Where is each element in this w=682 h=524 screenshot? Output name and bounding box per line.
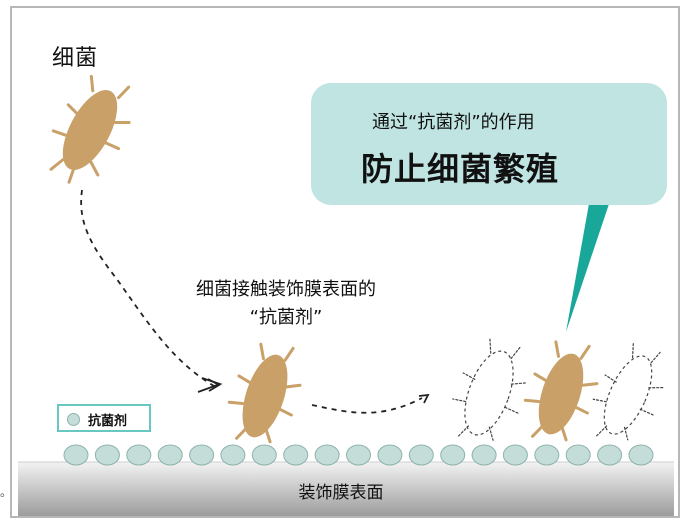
antibacterial-agent-dot-icon	[440, 444, 466, 466]
trajectory-arrow-2	[418, 393, 430, 404]
rod-bacterium-icon-middle	[227, 342, 302, 444]
trajectory-path-2	[311, 397, 423, 414]
speech-bubble-line-1: 通过“抗菌剂”的作用	[372, 112, 535, 133]
speech-tail	[566, 198, 611, 332]
antibacterial-agent-dot-icon	[67, 413, 80, 426]
arrow-head-tip	[197, 377, 223, 393]
antibacterial-agent-dot-icon	[126, 444, 152, 466]
antibacterial-agent-dot-icon	[628, 444, 654, 466]
speech-bubble-line-2: 防止细菌繁殖	[361, 150, 560, 188]
agent-dot-row	[63, 444, 654, 466]
rod-bacterium-outline-icon-left	[452, 337, 527, 441]
antibacterial-agent-dot-icon	[63, 444, 89, 466]
antibacterial-agent-dot-icon	[534, 444, 560, 466]
bacteria-title: 细菌	[52, 46, 99, 71]
antibacterial-agent-dot-icon	[189, 444, 215, 466]
antibacterial-agent-dot-icon	[220, 444, 246, 466]
antibacterial-agent-dot-icon	[251, 444, 277, 466]
trajectory-arc	[80, 189, 215, 387]
agent-legend: 抗菌剂	[57, 404, 151, 432]
antibacterial-agent-dot-icon	[408, 444, 434, 466]
speech-bubble-shape	[311, 83, 667, 205]
antibacterial-agent-dot-icon	[94, 444, 120, 466]
antibacterial-agent-dot-icon	[502, 444, 528, 466]
antibacterial-agent-dot-icon	[471, 444, 497, 466]
antibacterial-agent-dot-icon	[565, 444, 591, 466]
side-mark: 。	[0, 485, 13, 499]
antibacterial-agent-dot-icon	[597, 444, 623, 466]
rod-bacterium-icon-top	[49, 74, 131, 184]
antibacterial-agent-dot-icon	[346, 444, 371, 466]
antibacterial-agent-dot-icon	[314, 444, 340, 466]
antibacterial-agent-dot-icon	[283, 444, 309, 466]
antibacterial-agent-dot-icon	[377, 444, 403, 466]
rod-bacterium-outline-icon-right	[592, 343, 664, 441]
surface-label: 装饰膜表面	[298, 483, 384, 503]
left-gutter	[0, 0, 10, 524]
contact-caption-line-1: 细菌接触装饰膜表面的	[196, 279, 376, 300]
film-surface	[18, 462, 674, 516]
contact-caption-line-2: “抗菌剂”	[249, 307, 323, 328]
agent-legend-label: 抗菌剂	[88, 414, 128, 429]
rod-bacterium-icon-right	[523, 340, 599, 442]
speech-bubble	[311, 83, 667, 332]
contact-caption: 细菌接触装饰膜表面的 “抗菌剂”	[160, 276, 412, 332]
antibacterial-agent-dot-icon	[157, 444, 183, 466]
